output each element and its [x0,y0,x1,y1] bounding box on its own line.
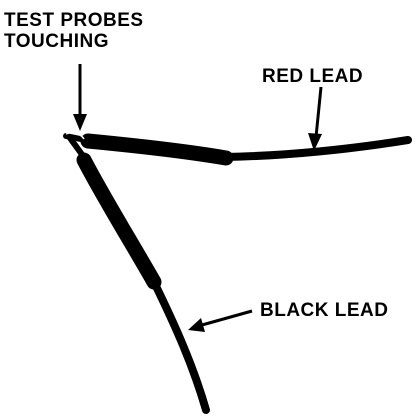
probe-contact-point [65,131,85,140]
red-lead-pointer-line [314,86,323,138]
black-probe-tip [67,135,89,163]
red-probe-handle [80,133,234,166]
black-lead-pointer-arrowhead [188,318,205,332]
test-probes-label-line1: TEST PROBES [4,10,144,31]
red-lead-cable [220,136,412,161]
black-lead-label: BLACK LEAD [260,300,389,321]
test-probes-label-line2: TOUCHING [4,31,109,52]
red-lead-label: RED LEAD [262,66,364,87]
probes-pointer-arrowhead [73,114,87,131]
test-probes-touching-label: TEST PROBES TOUCHING [4,10,144,52]
red-lead-pointer-arrowhead [308,133,322,151]
black-lead-cable [149,276,210,414]
black-probe-handle [76,152,162,290]
black-lead-pointer-line [201,309,253,327]
